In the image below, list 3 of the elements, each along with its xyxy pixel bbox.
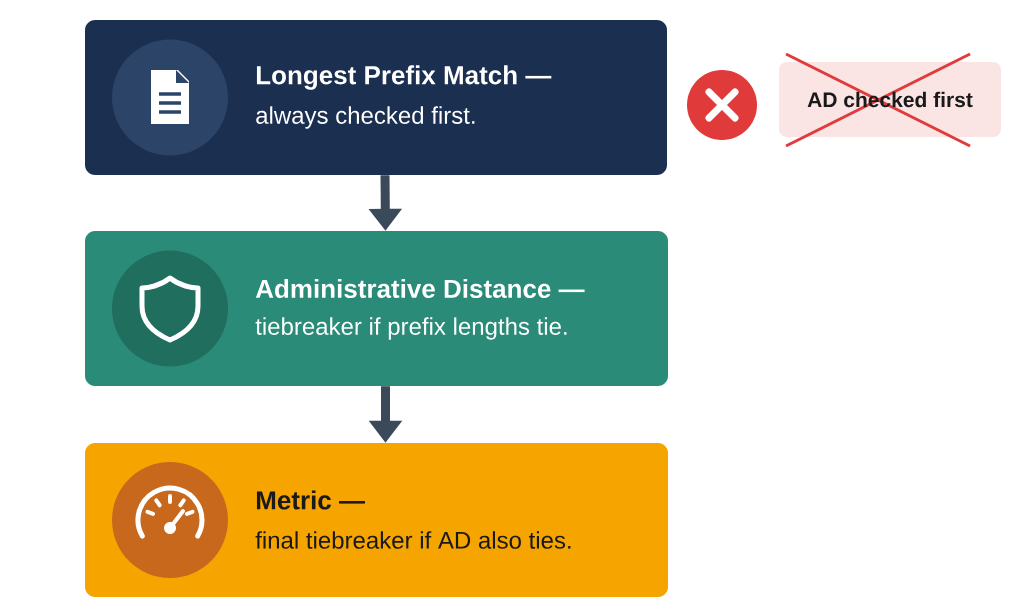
step-box: Metric — final tiebreaker if AD also ties. <box>85 443 668 597</box>
step-box: Administrative Distance — tiebreaker if prefix lengths tie. <box>85 231 668 386</box>
step-box: Longest Prefix Match — always checked first. <box>85 20 667 175</box>
